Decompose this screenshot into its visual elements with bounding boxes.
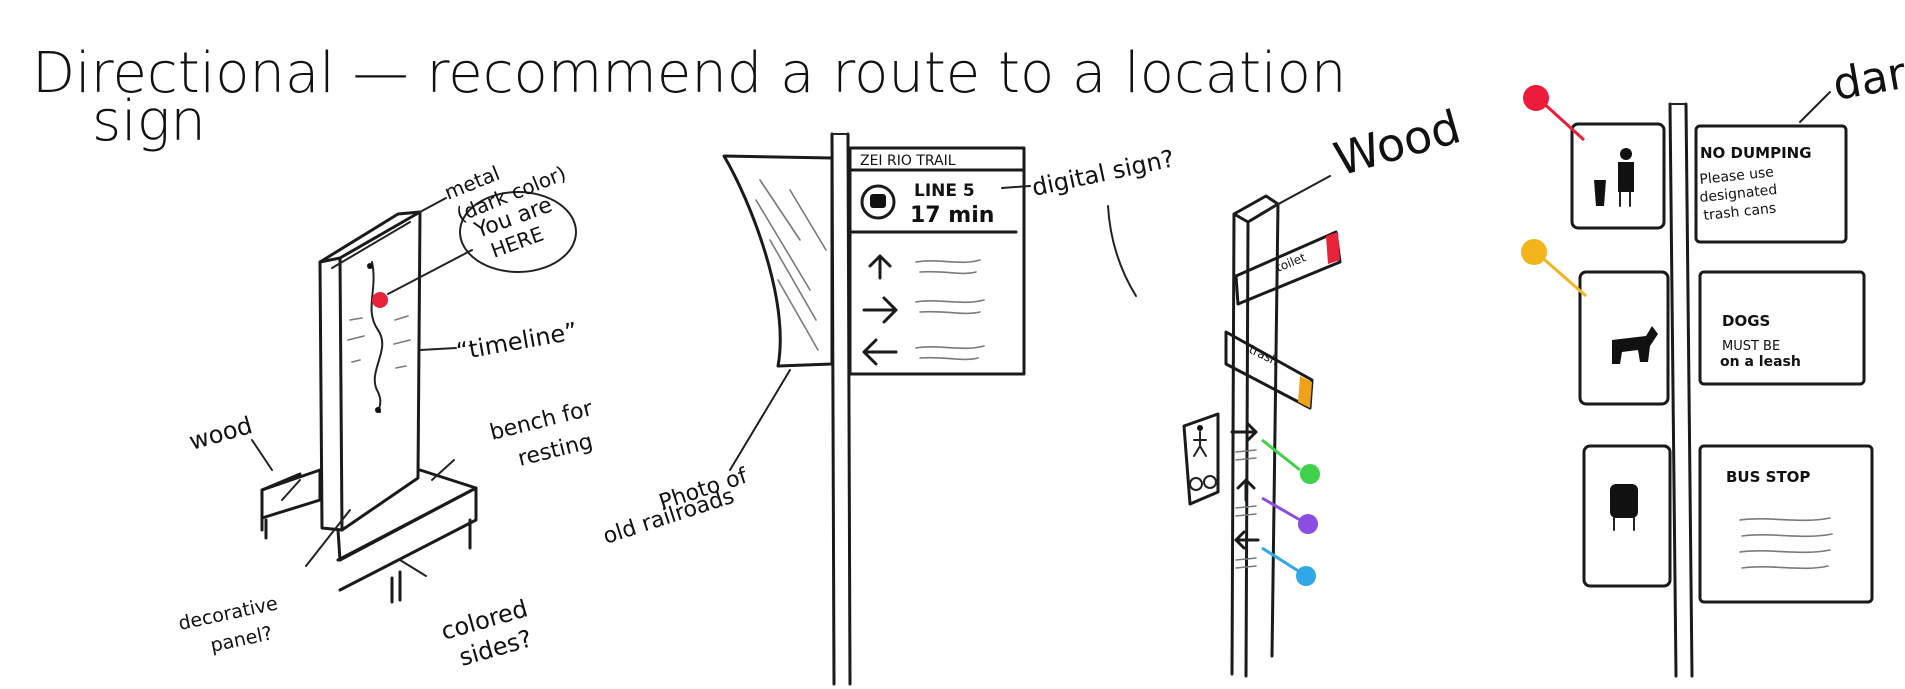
trash-can-icon [1594, 180, 1606, 206]
sketch-regulatory-signs [1521, 85, 1872, 676]
pin-yellow [1521, 239, 1547, 265]
title-line-2: sign [92, 89, 206, 154]
toilet-label: toilet [1274, 250, 1308, 275]
bus-stop-icon [1610, 484, 1638, 518]
dog-icon [1612, 326, 1658, 364]
dogs-body-2: on a leash [1720, 354, 1801, 370]
pin-blue [1296, 566, 1316, 586]
arrow-up-icon [870, 256, 890, 278]
you-are-here-dot [372, 292, 388, 308]
arrow-right-icon [864, 298, 896, 322]
title-line-1: Directional — recommend a route to a loc… [32, 41, 1346, 106]
label-timeline: “timeline” [454, 317, 579, 366]
bike-icon [1190, 478, 1202, 490]
digital-sign-header: ZEI RIO TRAIL [860, 153, 956, 169]
label-wood-post: Wood [1328, 99, 1466, 186]
pedestrian-icon [1194, 432, 1206, 456]
label-wood-bench: wood [186, 411, 255, 456]
no-dumping-title: NO DUMPING [1700, 144, 1812, 162]
label-dar: dar [1829, 48, 1905, 111]
pin-green [1300, 464, 1320, 484]
bus-stop-title: BUS STOP [1726, 468, 1810, 486]
line-time: 17 min [910, 203, 994, 228]
arrow-left-icon [864, 340, 896, 364]
pin-purple [1298, 514, 1318, 534]
sketch-wood-post [1184, 176, 1340, 676]
line-label: LINE 5 [914, 181, 975, 201]
bus-icon [870, 194, 886, 208]
label-panel: panel? [208, 622, 274, 657]
pin-red [1523, 85, 1549, 111]
label-digital-sign: digital sign? [1029, 144, 1176, 201]
sketch-bench-sign [252, 192, 576, 602]
dogs-body-1: MUST BE [1722, 339, 1780, 354]
dogs-title: DOGS [1722, 312, 1770, 330]
person-icon [1620, 148, 1632, 160]
